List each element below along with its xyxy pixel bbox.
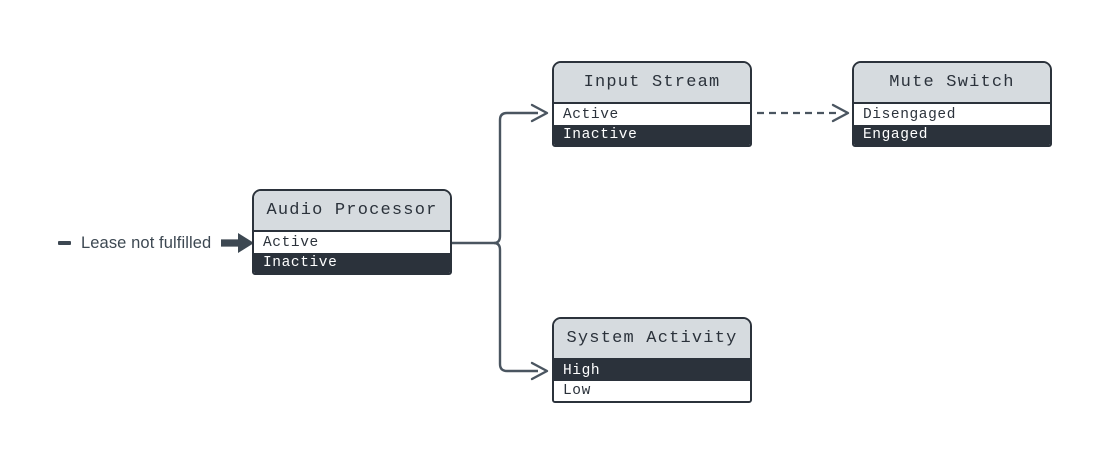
node-input-stream-rows: Active Inactive [554, 104, 750, 145]
source-label-text: Lease not fulfilled [81, 233, 212, 252]
chevron-arrowhead-icon [530, 361, 549, 381]
node-mute-switch-title: Mute Switch [854, 63, 1050, 104]
node-audio-processor-row-active[interactable]: Active [254, 232, 450, 253]
node-audio-processor-rows: Active Inactive [254, 232, 450, 273]
chevron-arrowhead-icon [831, 103, 850, 123]
node-input-stream-title: Input Stream [554, 63, 750, 104]
source-label: Lease not fulfilled [58, 232, 255, 254]
node-audio-processor[interactable]: Audio Processor Active Inactive [252, 189, 452, 275]
solid-arrow-right-icon [221, 233, 255, 253]
node-mute-switch[interactable]: Mute Switch Disengaged Engaged [852, 61, 1052, 147]
node-system-activity-row-low[interactable]: Low [554, 381, 750, 401]
node-input-stream[interactable]: Input Stream Active Inactive [552, 61, 752, 147]
node-system-activity[interactable]: System Activity High Low [552, 317, 752, 403]
node-audio-processor-title: Audio Processor [254, 191, 450, 232]
node-input-stream-row-active[interactable]: Active [554, 104, 750, 125]
node-system-activity-title: System Activity [554, 319, 750, 360]
edge-input-stream-to-mute-switch [757, 103, 850, 123]
chevron-arrowhead-icon [530, 103, 549, 123]
node-system-activity-rows: High Low [554, 360, 750, 401]
node-system-activity-row-high[interactable]: High [554, 360, 750, 381]
node-audio-processor-row-inactive[interactable]: Inactive [254, 253, 450, 273]
node-mute-switch-rows: Disengaged Engaged [854, 104, 1050, 145]
node-mute-switch-row-engaged[interactable]: Engaged [854, 125, 1050, 145]
edge-audio-processor-fork [452, 103, 549, 381]
node-mute-switch-row-disengaged[interactable]: Disengaged [854, 104, 1050, 125]
node-input-stream-row-inactive[interactable]: Inactive [554, 125, 750, 145]
dash-icon [58, 241, 71, 245]
